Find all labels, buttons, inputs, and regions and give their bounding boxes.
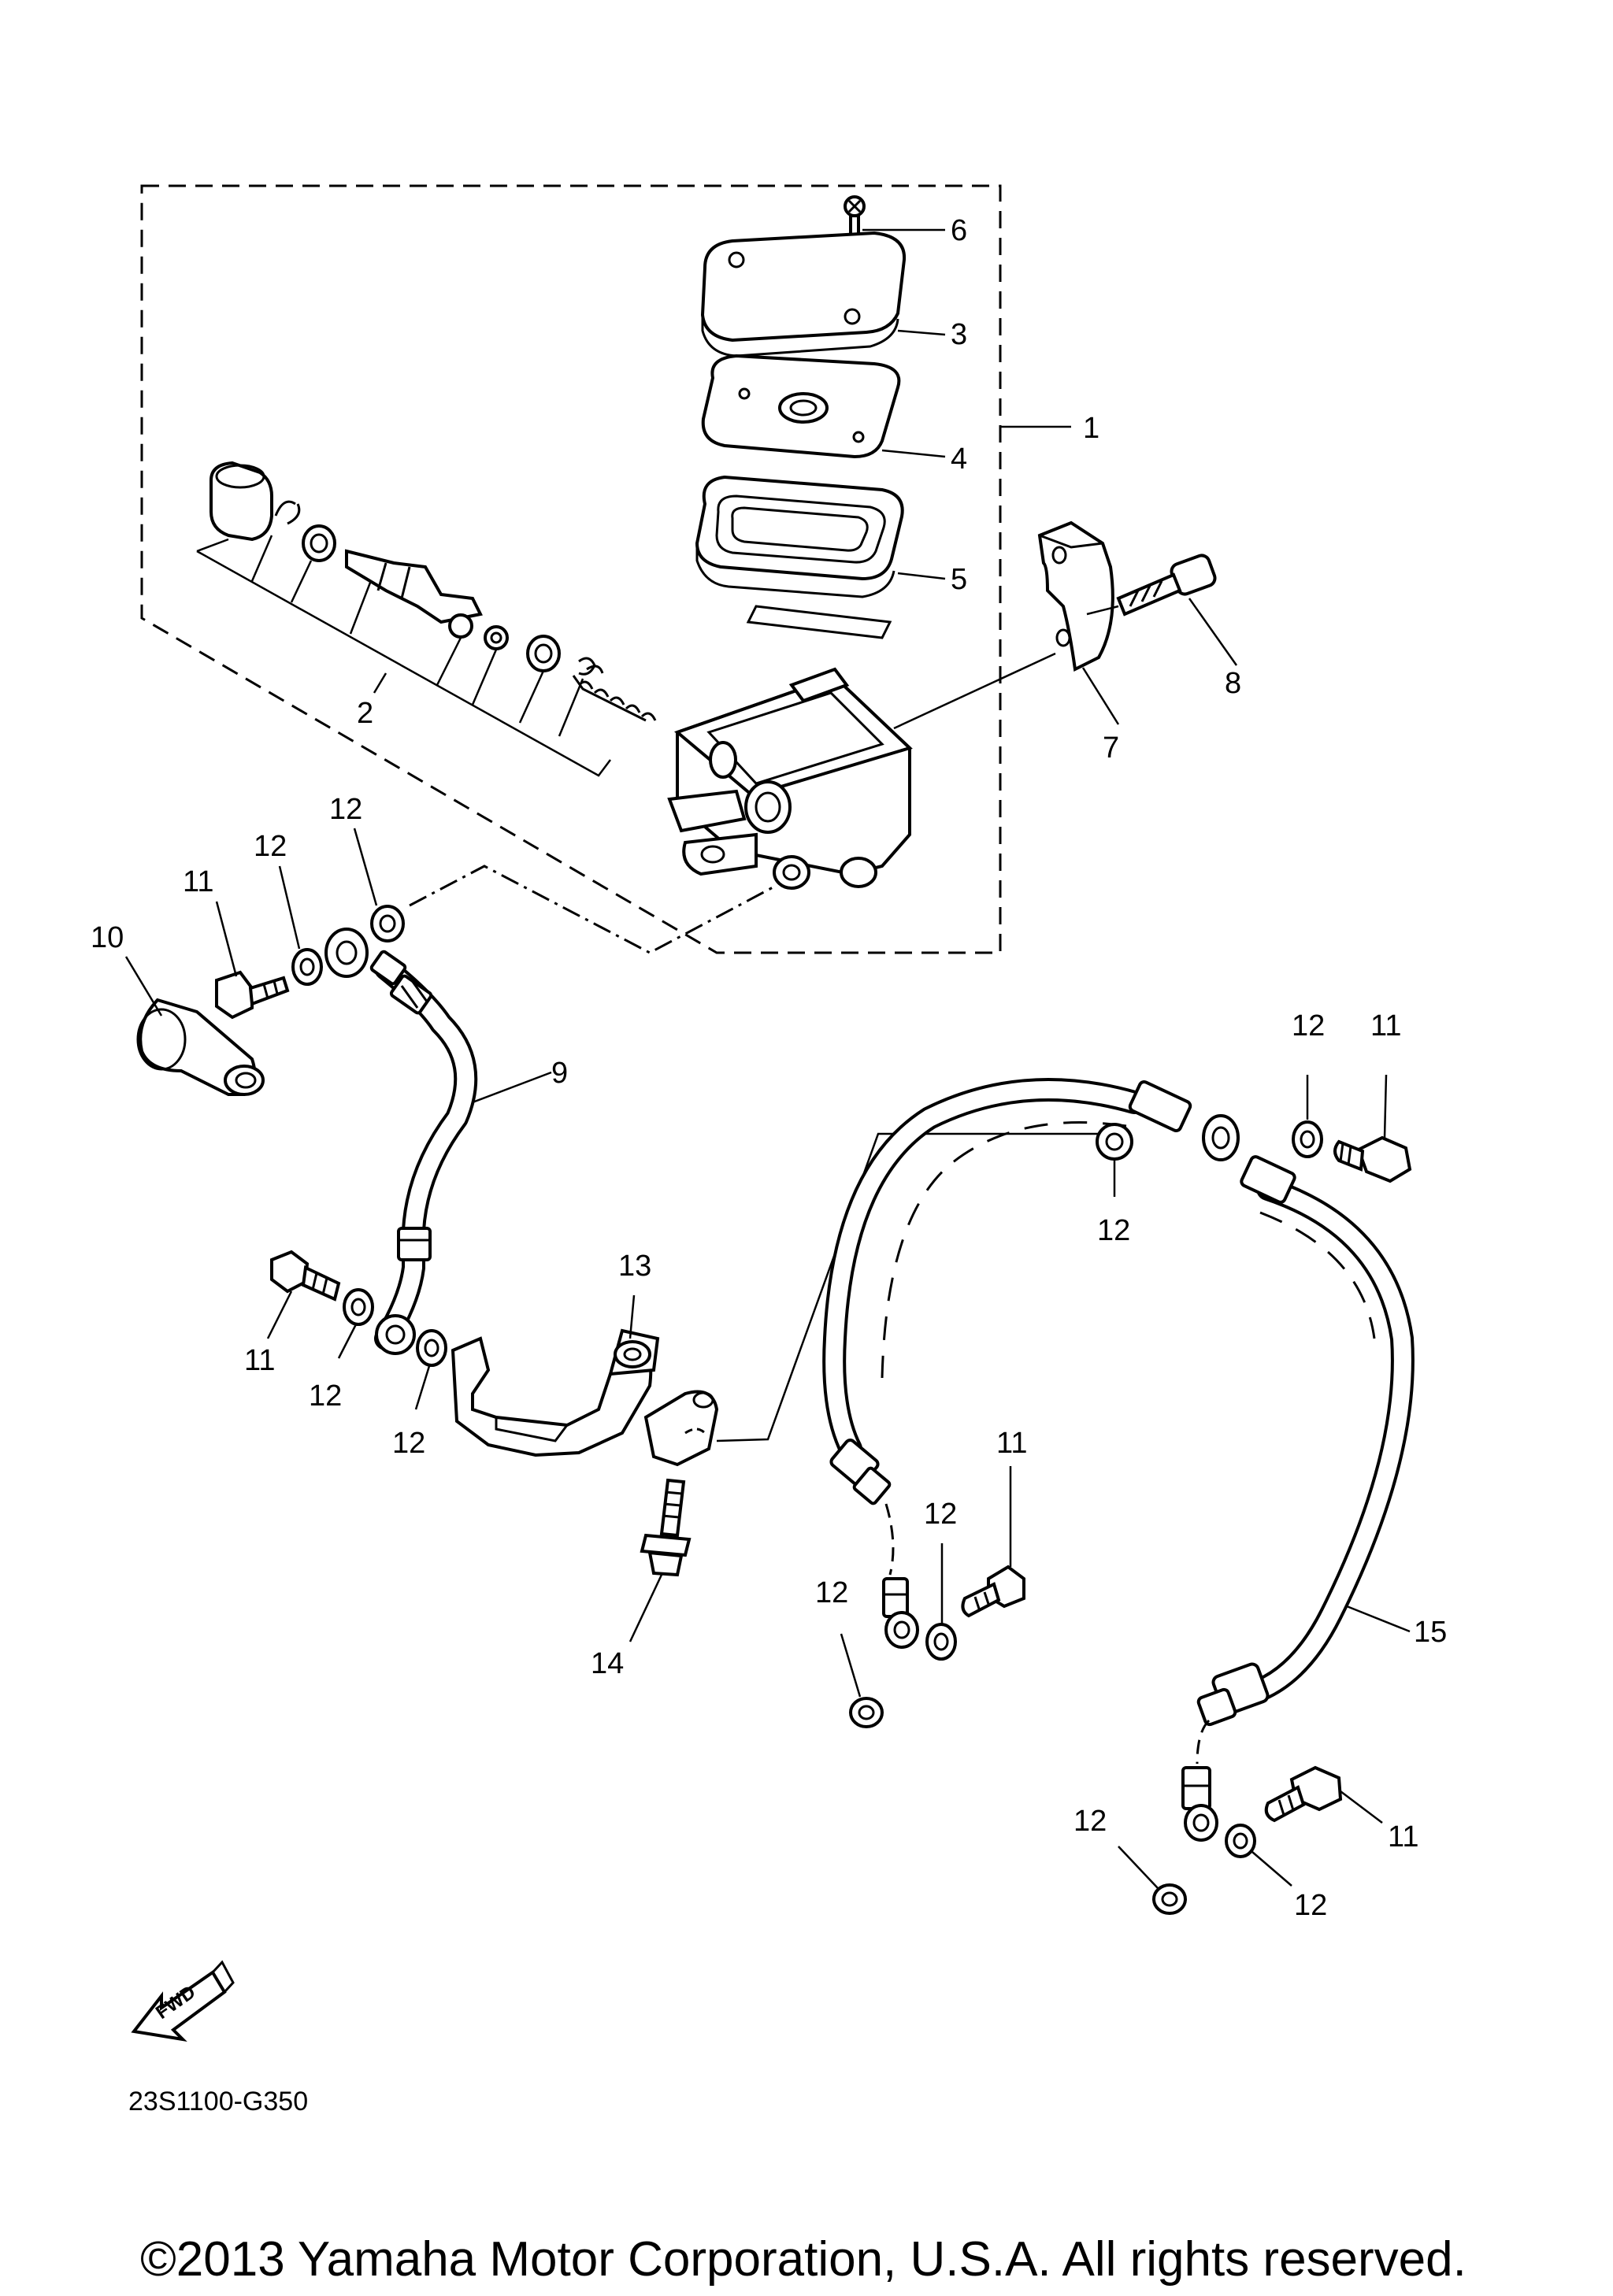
hose-joint-bracket [451, 1294, 719, 1467]
brake-hose-lower [822, 1078, 1415, 1842]
callout-12-lower-2: 12 [924, 1498, 957, 1531]
callout-11-top: 11 [183, 865, 213, 898]
callout-labels: 6 3 1 4 5 8 7 2 12 12 11 10 9 12 11 12 1… [91, 214, 1447, 1922]
diaphragm-plate [701, 354, 946, 459]
callout-15: 15 [1414, 1616, 1447, 1649]
washer-lower-3 [1118, 1846, 1187, 1915]
diagram-code: 23S1100-G350 [128, 2087, 308, 2116]
washer-right-middle [1096, 1123, 1133, 1197]
callout-12-right-middle: 12 [1097, 1214, 1130, 1247]
callout-12-lower-1: 12 [815, 1576, 848, 1609]
callout-5: 5 [951, 563, 967, 596]
hose-leader-upper [409, 865, 777, 954]
callout-10: 10 [91, 921, 124, 954]
washer-lower-2 [925, 1543, 957, 1661]
callout-11-lower-right: 11 [1388, 1820, 1418, 1853]
callout-14: 14 [591, 1647, 624, 1680]
union-bolt-upper-right [1333, 1074, 1412, 1183]
callout-11-lower-middle: 11 [996, 1427, 1027, 1460]
callout-7: 7 [1103, 731, 1119, 765]
hose-cover [124, 956, 265, 1096]
callout-12-upper-right: 12 [1292, 1009, 1325, 1042]
callout-13: 13 [618, 1250, 651, 1283]
fwd-arrow-icon: FWD [131, 1960, 235, 2042]
assembly-outline [140, 184, 1071, 954]
callout-11-upper-right: 11 [1370, 1009, 1401, 1042]
brake-hose-upper [324, 928, 552, 1350]
callout-8: 8 [1225, 667, 1241, 700]
master-cylinder-holder [1037, 520, 1120, 725]
joint-bolt [629, 1478, 692, 1642]
hose-leader-lower [716, 1132, 1099, 1442]
master-cylinder-kit [196, 461, 657, 777]
callout-3: 3 [951, 318, 967, 351]
union-bolt-upper-left [215, 901, 290, 1020]
reservoir-cap [700, 231, 946, 357]
washer-upper-1 [278, 865, 323, 986]
union-bolt-middle-left [266, 1250, 341, 1339]
callout-11-middle-left: 11 [244, 1344, 275, 1377]
union-bolt-lower-middle [961, 1466, 1025, 1618]
union-bolt-lower-right [1264, 1765, 1383, 1824]
washer-upper-right [1292, 1075, 1323, 1158]
callout-12-middle-2: 12 [392, 1427, 425, 1460]
callout-9: 9 [551, 1057, 568, 1090]
callout-12-left: 12 [254, 830, 287, 863]
diaphragm [695, 475, 946, 639]
callout-4: 4 [951, 443, 967, 476]
master-cylinder-body [667, 652, 1056, 890]
callout-12-top: 12 [329, 793, 362, 826]
washer-middle-1 [337, 1288, 374, 1359]
washer-lower-1 [840, 1633, 884, 1728]
callout-12-lower-4: 12 [1294, 1889, 1327, 1922]
callout-12-lower-3: 12 [1073, 1805, 1107, 1838]
washer-middle-2 [414, 1329, 447, 1410]
washer-upper-2 [353, 828, 405, 942]
callout-2: 2 [357, 697, 373, 730]
copyright-notice: ©2013 Yamaha Motor Corporation, U.S.A. A… [140, 2232, 1467, 2287]
callout-6: 6 [951, 214, 967, 247]
hose-end-fitting [375, 1314, 416, 1355]
callout-1: 1 [1083, 412, 1099, 445]
callout-12-middle-1: 12 [309, 1379, 342, 1413]
holder-bolt [1086, 554, 1238, 666]
washer-lower-4 [1225, 1824, 1292, 1887]
